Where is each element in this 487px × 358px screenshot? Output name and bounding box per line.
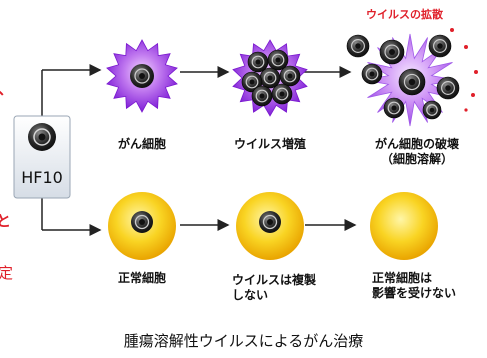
edge-text-bottom: と (0, 212, 12, 230)
label-normal-cell: 正常細胞 (117, 271, 166, 285)
label-no-replication: ウイルスは複製 (232, 273, 317, 287)
normal-cell-with-virus (236, 192, 304, 260)
virus-spread-label: ウイルスの拡散 (366, 8, 443, 21)
label-normal-unaffected: 正常細胞は (372, 271, 433, 285)
virus-particle (279, 65, 301, 87)
virus-particle (361, 63, 383, 85)
label-cell-lysis: （細胞溶解） (380, 152, 453, 166)
virus-particle (247, 51, 269, 73)
virus-particle (251, 85, 273, 107)
edge-text-top: 、 (0, 80, 13, 98)
label-normal-unaffected-2: 影響を受けない (372, 286, 457, 300)
label-cancer-cell: がん細胞 (117, 137, 166, 151)
hf10-virus-box (13, 115, 71, 199)
virus-particle (271, 83, 293, 105)
normal-cell (108, 192, 176, 260)
virus-particle (422, 100, 442, 120)
virus-particle (398, 68, 426, 96)
virus-particle (383, 97, 405, 119)
virus-particle (379, 39, 405, 65)
edge-text-bottom-2: 定 (0, 264, 14, 282)
unaffected-normal-cell (370, 192, 438, 260)
virus-particle (267, 49, 289, 71)
label-no-replication-2: しない (232, 288, 269, 302)
diagram-caption: 腫瘍溶解性ウイルスによるがん治療 (123, 332, 364, 350)
flow-arrows (41, 64, 357, 236)
virus-particle (428, 34, 452, 58)
label-cell-destruction: がん細胞の破壊 (374, 137, 459, 151)
lysed-cancer-cell (346, 33, 460, 127)
virus-particle (346, 34, 370, 58)
hf10-label: HF10 (21, 168, 63, 187)
virus-particle (259, 67, 281, 89)
virus-particle-icon (28, 123, 56, 151)
spread-dots (450, 28, 478, 112)
label-viral-replication: ウイルス増殖 (233, 137, 306, 151)
infected-cancer-cell (232, 39, 308, 117)
virus-particle (436, 76, 460, 100)
cancer-cell (106, 39, 178, 113)
